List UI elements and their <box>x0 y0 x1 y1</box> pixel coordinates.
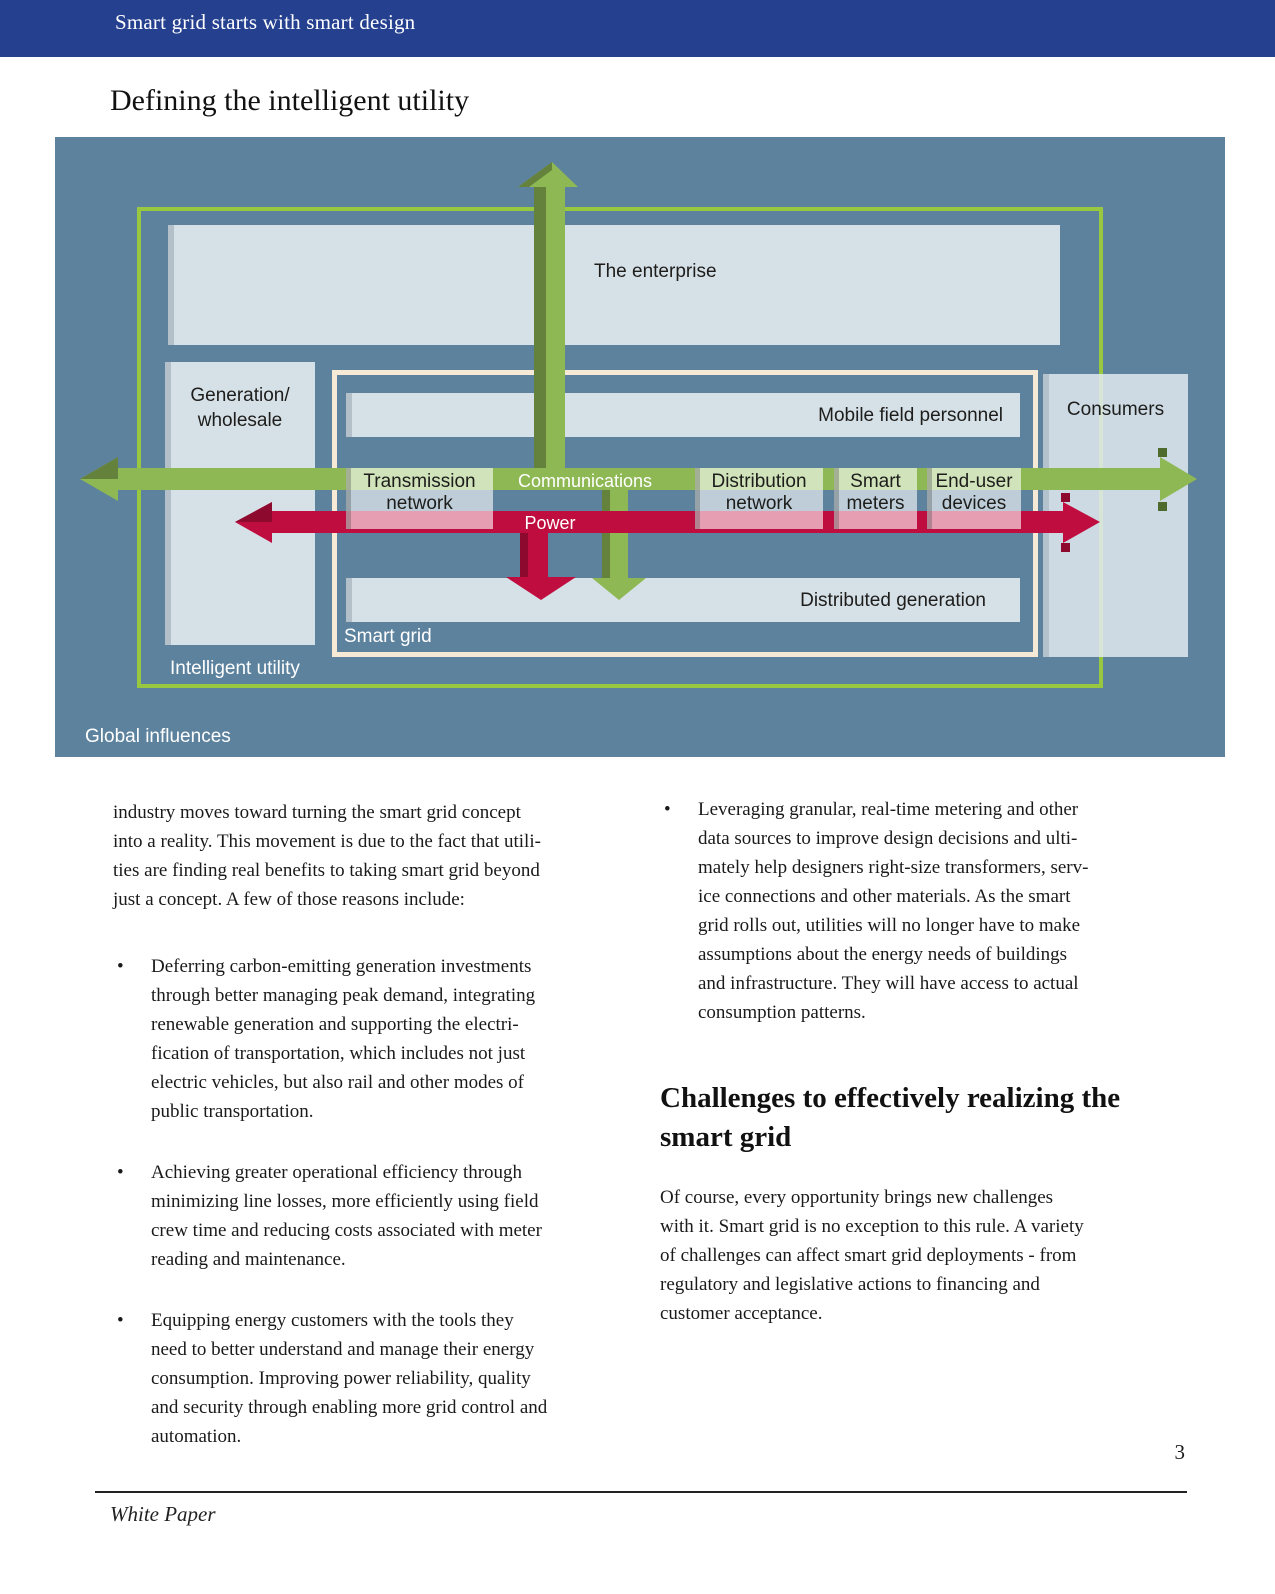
bullet-icon: • <box>664 799 671 820</box>
list-item: • Achieving greater operational efficien… <box>113 1158 600 1274</box>
smart-meters-box <box>834 468 917 529</box>
communications-down-arrow <box>592 490 646 600</box>
bullet-icon: • <box>117 1162 124 1183</box>
power-label: Power <box>524 513 576 533</box>
right-column: • Leveraging granular, real-time meterin… <box>660 795 1142 1328</box>
bullet-text: Leveraging granular, real-time metering … <box>698 799 1089 1023</box>
intelligent-utility-label: Intelligent utility <box>170 658 300 679</box>
list-item: • Leveraging granular, real-time meterin… <box>660 795 1142 1027</box>
footer-rule <box>95 1491 1187 1493</box>
intelligent-utility-diagram: The enterprise Generation/ wholesale Con… <box>55 137 1225 757</box>
intro-paragraph: industry moves toward turning the smart … <box>113 802 541 910</box>
mobile-field-personnel-box <box>346 393 1020 437</box>
end-user-devices-label: End-user devices <box>935 471 1013 514</box>
bullet-text: Deferring carbon-emitting generation inv… <box>151 956 536 1122</box>
distribution-network-box <box>695 468 823 529</box>
power-down-arrow <box>506 533 576 600</box>
global-influences-label: Global influences <box>85 726 231 747</box>
header-title: Smart grid starts with smart design <box>115 10 416 34</box>
communications-up-arrow <box>518 162 578 468</box>
enterprise-label: The enterprise <box>594 261 717 282</box>
list-item: • Equipping energy customers with the to… <box>113 1306 600 1451</box>
transmission-network-label: Transmission network <box>363 471 476 514</box>
page-title: Defining the intelligent utility <box>110 84 470 117</box>
smart-grid-label: Smart grid <box>344 626 432 647</box>
doc-type-label: White Paper <box>110 1502 216 1526</box>
generation-wholesale-box <box>165 362 315 645</box>
section-heading: Challenges to effectively realizing the … <box>660 1082 1121 1153</box>
bullet-icon: • <box>117 956 124 977</box>
bullet-text: Achieving greater operational efficiency… <box>151 1162 542 1270</box>
list-item: • Deferring carbon-emitting generation i… <box>113 952 600 1126</box>
smart-meters-label: Smart meters <box>846 471 905 514</box>
distribution-network-label: Distribution network <box>711 471 807 514</box>
generation-wholesale-label: Generation/ wholesale <box>190 385 290 431</box>
bullet-text: Equipping energy customers with the tool… <box>151 1310 548 1447</box>
bullet-icon: • <box>117 1310 124 1331</box>
end-user-devices-box <box>927 468 1021 529</box>
distributed-generation-label: Distributed generation <box>800 590 986 611</box>
distributed-generation-box <box>346 578 1020 622</box>
mobile-field-personnel-label: Mobile field personnel <box>818 405 1003 426</box>
page-number: 3 <box>1174 1440 1186 1464</box>
consumers-label: Consumers <box>1066 399 1165 420</box>
section-paragraph: Of course, every opportunity brings new … <box>660 1187 1084 1324</box>
transmission-network-box <box>346 468 493 529</box>
communications-label: Communications <box>517 471 653 491</box>
enterprise-box <box>168 225 1060 345</box>
left-column: industry moves toward turning the smart … <box>113 798 600 1483</box>
header-bar <box>0 0 1275 57</box>
